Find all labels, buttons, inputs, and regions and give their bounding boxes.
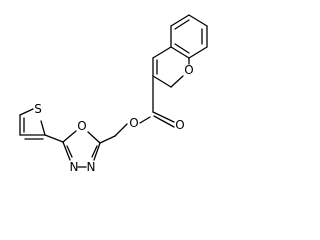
thiophene-sulfur-label: S [34,102,42,116]
carbonyl-oxygen-label: O [175,118,184,132]
bond [114,123,128,137]
double-bond [153,115,175,128]
oxadiazole-nitrogen-label: N [87,160,96,174]
pyran-ring [152,46,190,88]
double-bond-inner [174,43,190,54]
bond [44,134,64,143]
oxadiazole-ring [62,130,101,168]
bond [62,141,71,161]
thiophene-ring [19,108,64,143]
bond [40,120,46,136]
benzene-ring [170,14,208,59]
bond [93,142,101,161]
atom-labels: O O O O N N S [34,63,194,174]
bond [152,46,172,59]
double-bond-inner [66,145,73,158]
bond [170,75,184,88]
bond [152,75,172,88]
molecule-canvas: O O O O N N S [19,14,208,174]
bond [139,116,151,124]
double-bond-inner [91,145,98,158]
oxadiazole-oxygen-label: O [77,119,86,133]
bond [188,14,208,27]
bond [19,108,34,116]
ester-group [99,75,175,144]
bond [62,130,77,143]
double-bond-inner [174,19,190,30]
ester-oxygen-label: O [129,116,138,130]
bond [170,14,190,27]
structure-diagram: O O O O N N S [19,14,208,174]
oxadiazole-nitrogen-label: N [70,160,79,174]
bond [170,46,190,59]
bond [152,111,175,123]
ring-oxygen-label: O [184,63,193,77]
bond [99,135,116,144]
bond [188,46,208,59]
bond [87,131,101,144]
